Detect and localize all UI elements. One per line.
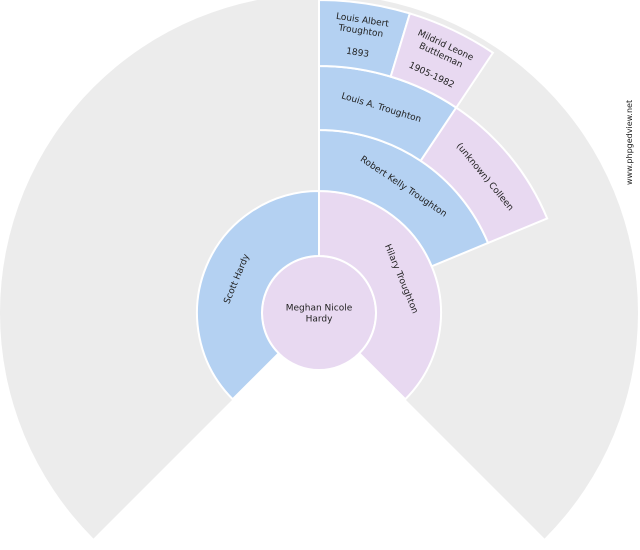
person-box-father[interactable]: [196, 189, 320, 401]
person-name-line: 1893: [345, 47, 369, 60]
person-box-mgggm[interactable]: [389, 12, 495, 110]
person-name-line: Meghan Nicole: [286, 304, 353, 314]
person-name-line: Hardy: [306, 315, 334, 325]
person-box-mggm[interactable]: [419, 106, 549, 245]
